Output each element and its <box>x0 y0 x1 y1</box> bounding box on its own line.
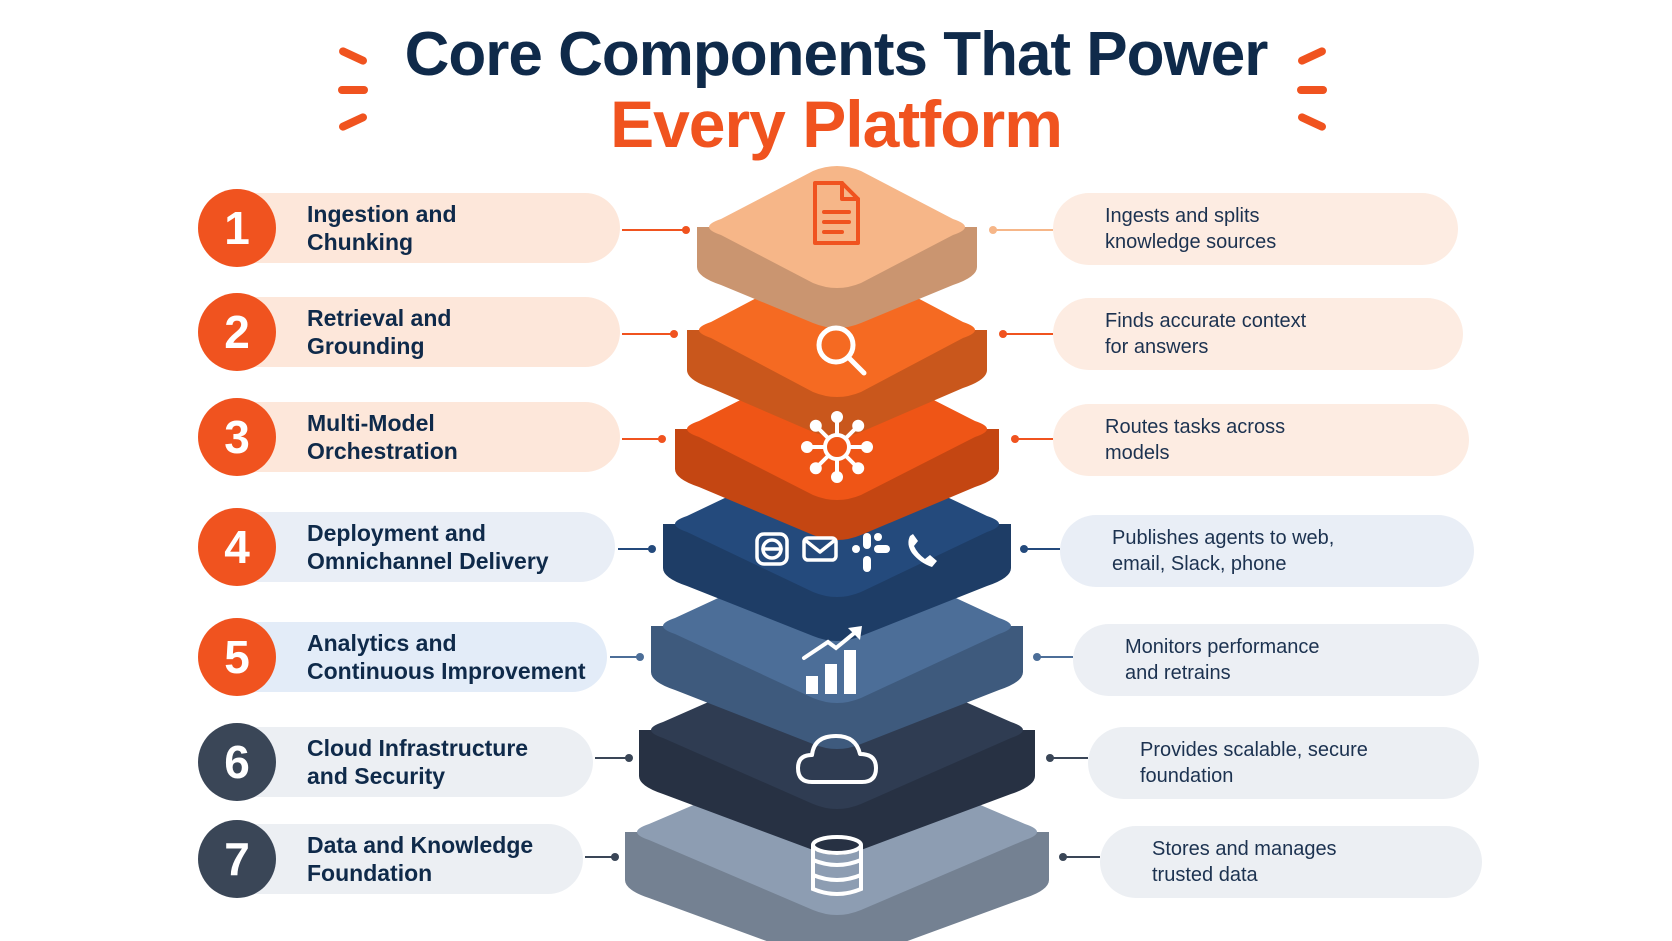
component-7: 7 Data and Knowledge Foundation <box>198 820 583 898</box>
connector-left-7 <box>585 853 619 861</box>
description-text-6: Provides scalable, secure foundation <box>1140 739 1368 787</box>
description-4: Publishes agents to web, email, Slack, p… <box>1060 515 1474 587</box>
connector-right-6 <box>1046 754 1088 762</box>
badge-1: 1 <box>198 189 276 267</box>
stack-layer-1 <box>697 166 977 328</box>
component-label-6: Cloud Infrastructure and Security <box>307 735 529 789</box>
description-3: Routes tasks across models <box>1053 404 1469 476</box>
database-icon <box>811 835 863 896</box>
cloud-icon <box>796 734 878 784</box>
component-2: 2 Retrieval and Grounding <box>198 293 620 371</box>
component-1: 1 Ingestion and Chunking <box>198 189 620 267</box>
description-2: Finds accurate context for answers <box>1053 298 1463 370</box>
connector-right-1 <box>989 226 1053 234</box>
connector-left-5 <box>610 653 644 661</box>
title: Core Components That Power Every Platfor… <box>0 20 1672 161</box>
connector-right-2 <box>999 330 1053 338</box>
channels-icons <box>755 532 937 572</box>
badge-4: 4 <box>198 508 276 586</box>
connector-left-2 <box>622 330 678 338</box>
component-label-1: Ingestion and Chunking <box>307 201 457 255</box>
connector-right-4 <box>1020 545 1060 553</box>
description-1: Ingests and splits knowledge sources <box>1053 193 1458 265</box>
connector-left-6 <box>595 754 633 762</box>
badge-7: 7 <box>198 820 276 898</box>
description-text-2: Finds accurate context for answers <box>1105 310 1307 358</box>
component-label-5: Analytics and Continuous Improvement <box>307 630 586 684</box>
component-3: 3 Multi-Model Orchestration <box>198 398 620 476</box>
badge-3: 3 <box>198 398 276 476</box>
description-text-4: Publishes agents to web, email, Slack, p… <box>1112 527 1335 575</box>
description-text-5: Monitors performance and retrains <box>1125 636 1320 684</box>
search-icon <box>816 325 867 376</box>
badge-2: 2 <box>198 293 276 371</box>
connector-right-5 <box>1033 653 1073 661</box>
component-4: 4 Deployment and Omnichannel Delivery <box>198 508 615 586</box>
description-text-3: Routes tasks across models <box>1105 416 1286 464</box>
component-5: 5 Analytics and Continuous Improvement <box>198 618 607 696</box>
badge-6: 6 <box>198 723 276 801</box>
badge-5: 5 <box>198 618 276 696</box>
connector-right-3 <box>1011 435 1053 443</box>
description-6: Provides scalable, secure foundation <box>1088 727 1479 799</box>
description-7: Stores and manages trusted data <box>1100 826 1482 898</box>
connector-left-4 <box>618 545 656 553</box>
component-6: 6 Cloud Infrastructure and Security <box>198 723 593 801</box>
connector-right-7 <box>1059 853 1100 861</box>
connector-left-3 <box>622 435 666 443</box>
growth-chart-icon <box>802 626 862 694</box>
connector-left-1 <box>622 226 690 234</box>
component-label-4: Deployment and Omnichannel Delivery <box>307 520 549 574</box>
component-label-3: Multi-Model Orchestration <box>307 410 458 464</box>
component-label-2: Retrieval and Grounding <box>307 305 452 359</box>
document-icon <box>813 181 860 245</box>
description-5: Monitors performance and retrains <box>1073 624 1479 696</box>
description-text-7: Stores and manages trusted data <box>1152 838 1337 886</box>
title-line-2: Every Platform <box>610 87 1063 161</box>
description-text-1: Ingests and splits knowledge sources <box>1105 205 1277 253</box>
component-label-7: Data and Knowledge Foundation <box>307 832 534 886</box>
network-hub-icon <box>801 411 873 483</box>
title-line-1: Core Components That Power <box>404 20 1269 89</box>
